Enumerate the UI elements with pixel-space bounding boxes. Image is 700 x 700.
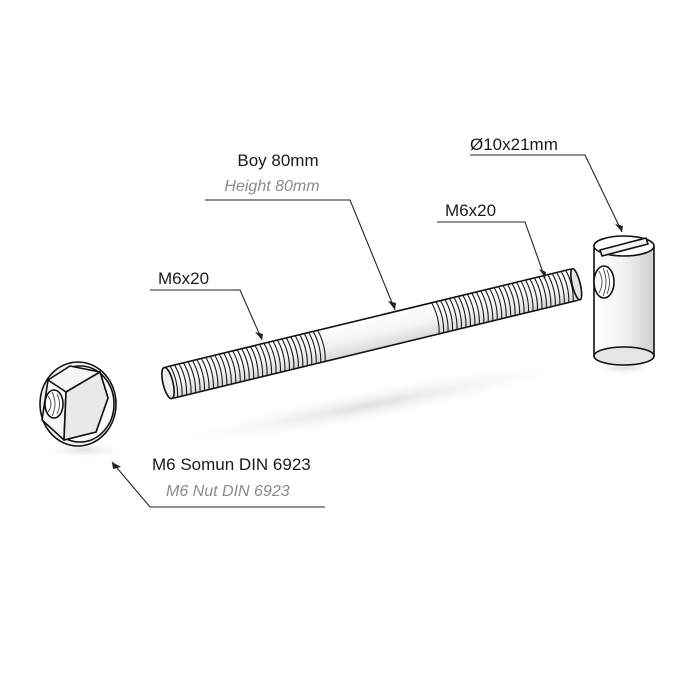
thread-ridge (254, 345, 264, 377)
leader-barrel (470, 154, 623, 233)
hex-flange-nut (39, 361, 117, 447)
thread-ridge (169, 365, 179, 398)
thread-ridge (303, 333, 313, 365)
thread-ridge (183, 362, 192, 394)
thread-ridge (529, 278, 539, 311)
leader-nut (111, 461, 325, 508)
threaded-bolt (161, 267, 583, 400)
label-nut: M6 Somun DIN 6923 (152, 455, 311, 474)
thread-ridge (439, 300, 449, 332)
thread-ridge (435, 301, 445, 333)
thread-ridge (250, 346, 259, 378)
thread-ridge (538, 276, 547, 308)
label-thread-left: M6x20 (158, 269, 209, 288)
thread-ridge (560, 271, 570, 303)
thread-ridge (178, 363, 188, 396)
thread-ridge (493, 287, 503, 319)
thread-ridge (218, 353, 228, 386)
leader-lines (111, 154, 623, 508)
thread-ridge (489, 288, 498, 320)
thread-ridge (502, 285, 512, 317)
thread-ridge (196, 359, 206, 391)
thread-ridge (209, 356, 219, 388)
ground-shadows (40, 357, 660, 460)
thread-ridge (259, 344, 268, 376)
thread-ridge (200, 358, 210, 390)
thread-ridge (241, 348, 250, 380)
thread-ridge (267, 341, 277, 374)
thread-ridge (480, 290, 489, 323)
thread-right-section (431, 270, 574, 334)
thread-ridge (285, 337, 295, 370)
cross-dowel-barrel-nut (593, 235, 655, 366)
thread-ridge (245, 347, 255, 379)
thread-ridge (308, 332, 317, 364)
thread-ridge (174, 364, 183, 397)
thread-ridge (520, 280, 530, 313)
thread-ridge (232, 350, 241, 383)
thread-ridge (511, 283, 521, 315)
thread-ridge (317, 330, 326, 362)
label-length: Boy 80mm (237, 151, 318, 170)
thread-ridge (507, 284, 516, 316)
thread-ridge (299, 334, 308, 366)
thread-ridge (272, 340, 282, 373)
thread-ridge (431, 302, 440, 334)
thread-ridge (475, 291, 485, 324)
thread-ridge (290, 336, 299, 368)
thread-ridge (223, 352, 232, 385)
thread-ridge (294, 335, 304, 367)
thread-ridge (205, 357, 214, 389)
thread-ridge (191, 360, 201, 392)
thread-ridge (516, 281, 525, 314)
thread-ridge (281, 338, 290, 371)
leader-thread-right (437, 221, 546, 279)
labels: Boy 80mm Height 80mm M6x20 M6x20 Ø10x21m… (152, 135, 558, 500)
thread-ridge (227, 351, 237, 384)
thread-ridge (453, 297, 463, 329)
thread-ridge (236, 349, 246, 381)
thread-ridge (466, 293, 476, 326)
thread-ridge (312, 331, 322, 363)
thread-ridge (276, 339, 286, 372)
thread-ridge (444, 299, 454, 331)
label-length-translation: Height 80mm (224, 178, 319, 195)
thread-ridge (263, 343, 273, 375)
label-nut-translation: M6 Nut DIN 6923 (166, 483, 290, 500)
thread-ridge (457, 296, 467, 328)
thread-ridge (533, 277, 543, 310)
thread-ridge (448, 298, 458, 330)
thread-ridge (498, 286, 507, 318)
leader-thread-left (150, 289, 263, 341)
thread-ridge (214, 354, 223, 387)
thread-ridge (484, 289, 494, 321)
thread-ridge (556, 272, 565, 304)
label-barrel-nut: Ø10x21mm (470, 135, 558, 154)
thread-ridge (187, 361, 197, 393)
leader-length (205, 199, 396, 311)
thread-ridge (551, 273, 561, 305)
thread-ridge (471, 292, 480, 325)
thread-ridge (547, 274, 556, 306)
label-thread-right: M6x20 (445, 201, 496, 220)
thread-left-section (169, 330, 326, 398)
thread-ridge (524, 279, 534, 312)
thread-ridge (462, 294, 471, 327)
